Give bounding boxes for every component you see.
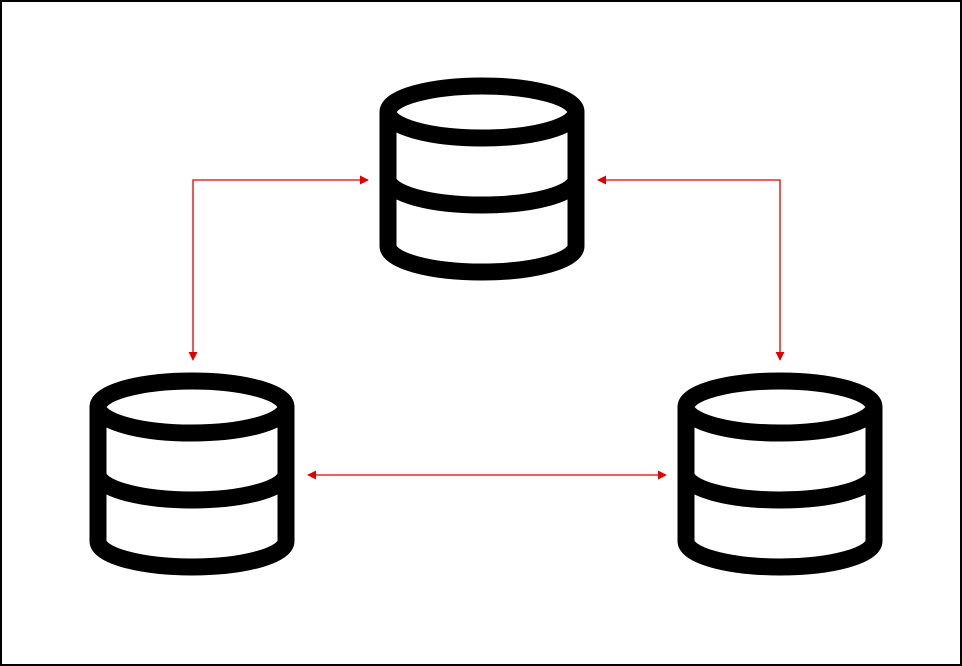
connector-top-left — [188, 175, 369, 361]
database-icon — [677, 372, 883, 576]
database-icon — [379, 77, 585, 281]
connector-top-right — [597, 175, 785, 361]
database-icon — [89, 372, 295, 576]
